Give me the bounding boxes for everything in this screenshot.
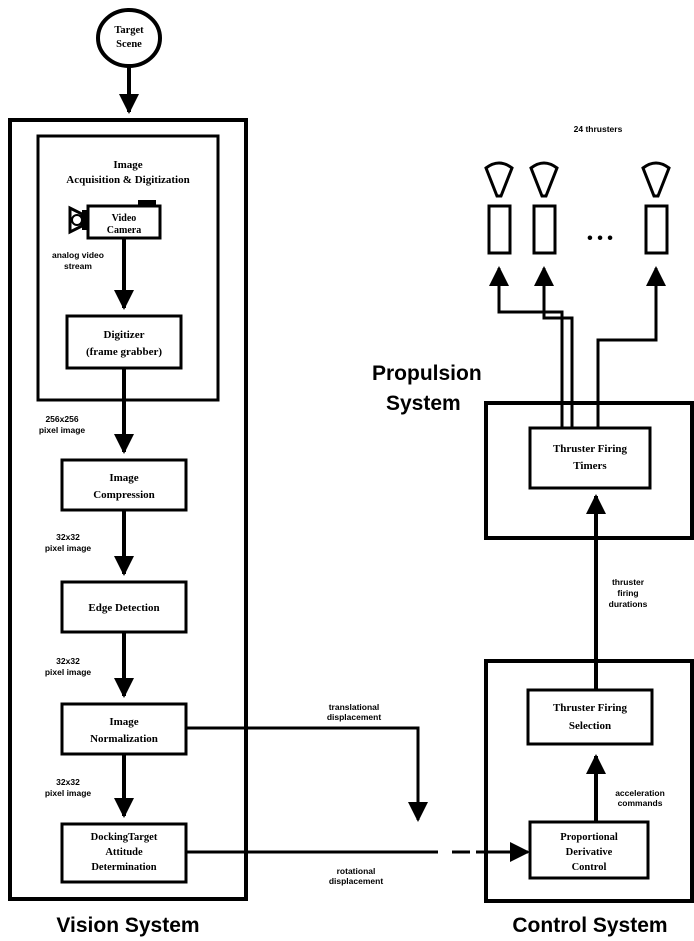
label-32a-line2: pixel image [45, 543, 92, 553]
label-32c-line1: 32x32 [56, 777, 80, 787]
control-system-frame [484, 659, 694, 903]
vision-system-frame [8, 118, 248, 901]
thrusters-count-label: 24 thrusters [574, 124, 623, 134]
translational-line1: translational [329, 702, 380, 712]
propulsion-system-frame [484, 401, 694, 540]
normalization-line1: Image [109, 716, 138, 728]
durations-line1: thruster [612, 577, 645, 587]
arrow-timer-to-thruster-1 [489, 266, 564, 428]
compression-line2: Compression [93, 489, 155, 501]
digitizer-line1: Digitizer [104, 329, 145, 341]
camera-label-line1: Video [112, 213, 137, 224]
control-system-title: Control System [512, 914, 667, 937]
pd-control-box: Proportional Derivative Control [528, 820, 650, 880]
edge-detection-box: Edge Detection [60, 580, 188, 634]
edge-detection-label: Edge Detection [88, 602, 159, 614]
target-scene-line2: Scene [116, 39, 142, 50]
propulsion-title-line1: Propulsion [372, 362, 482, 385]
compression-line1: Image [109, 472, 138, 484]
accel-line1: acceleration [615, 788, 665, 798]
label-256-line2: pixel image [39, 425, 86, 435]
thruster-1 [484, 161, 514, 255]
analog-label-line2: stream [64, 261, 92, 271]
rotational-line1: rotational [337, 866, 376, 876]
docking-line3: Determination [91, 862, 156, 873]
label-32a-line1: 32x32 [56, 532, 80, 542]
target-scene-line1: Target [114, 25, 144, 36]
arrow-translational [186, 726, 428, 822]
acquisition-frame [36, 134, 220, 402]
timers-box: Thruster Firing Timers [528, 426, 652, 490]
label-32b-line1: 32x32 [56, 656, 80, 666]
label-32b-line2: pixel image [45, 667, 92, 677]
target-scene-node: Target Scene [96, 8, 162, 68]
pd-line1: Proportional [560, 832, 618, 843]
label-32c-line2: pixel image [45, 788, 92, 798]
camera-label-line2: Camera [107, 225, 141, 236]
thruster-2 [529, 161, 559, 255]
selection-box: Thruster Firing Selection [526, 688, 654, 746]
pd-line3: Control [572, 862, 607, 873]
accel-line2: commands [618, 798, 663, 808]
rotational-line2: displacement [329, 876, 383, 886]
normalization-line2: Normalization [90, 733, 158, 745]
acquisition-title-line1: Image [113, 159, 142, 171]
vision-system-title: Vision System [56, 914, 199, 937]
docking-line1: DockingTarget [91, 832, 158, 843]
analog-label-line1: analog video [52, 250, 104, 260]
timers-line2: Timers [573, 460, 607, 472]
thrusters-ellipsis: • • • [587, 230, 613, 247]
translational-line2: displacement [327, 712, 381, 722]
arrow-timer-to-thruster-2 [534, 266, 574, 428]
durations-line3: durations [609, 599, 648, 609]
propulsion-title-line2: System [386, 392, 461, 415]
docking-line2: Attitude [105, 847, 143, 858]
label-256-line1: 256x256 [45, 414, 78, 424]
digitizer-box: Digitizer (frame grabber) [65, 314, 183, 370]
selection-line2: Selection [569, 720, 611, 732]
thruster-n [641, 161, 671, 255]
normalization-box: Image Normalization [60, 702, 188, 756]
docking-box: DockingTarget Attitude Determination [60, 822, 188, 884]
compression-box: Image Compression [60, 458, 188, 512]
pd-line2: Derivative [566, 847, 613, 858]
timers-line1: Thruster Firing [553, 443, 628, 455]
selection-line1: Thruster Firing [553, 702, 628, 714]
durations-line2: firing [617, 588, 638, 598]
arrow-timer-to-thruster-n [596, 266, 666, 428]
digitizer-line2: (frame grabber) [86, 346, 162, 358]
acquisition-title-line2: Acquisition & Digitization [66, 174, 189, 186]
